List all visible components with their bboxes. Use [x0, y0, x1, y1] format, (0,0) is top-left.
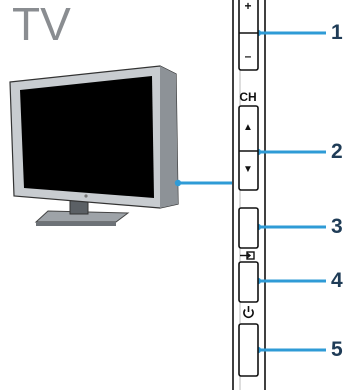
- channel-label: CH: [239, 90, 257, 104]
- tv-side: [160, 66, 178, 208]
- channel-up-glyph: ▲: [243, 122, 253, 133]
- page-title: TV: [12, 0, 71, 50]
- callout-lines: [174, 29, 326, 354]
- panel-buttons: [238, 0, 259, 377]
- volume-down-glyph: –: [244, 49, 252, 63]
- callout-number-3: 3: [331, 215, 343, 238]
- tv-screen: [20, 76, 154, 198]
- callout-number-1: 1: [331, 21, 343, 44]
- power-button[interactable]: [238, 323, 259, 377]
- volume-up-glyph: +: [244, 0, 252, 13]
- tv-illustration: [9, 65, 179, 226]
- tv-stand-base-edge: [36, 222, 116, 226]
- blank-button[interactable]: [238, 207, 259, 249]
- tv-callout-dot: [174, 179, 182, 187]
- channel-down-glyph: ▼: [243, 164, 253, 175]
- callout-number-2: 2: [331, 140, 343, 163]
- source-icon: [240, 251, 255, 260]
- power-icon: [243, 306, 254, 319]
- channel-rocker[interactable]: [238, 105, 259, 191]
- callout-number-5: 5: [331, 338, 343, 361]
- tv-logo-dot: [84, 194, 88, 198]
- source-button[interactable]: [238, 261, 259, 303]
- callout-number-4: 4: [331, 269, 343, 292]
- volume-rocker[interactable]: [238, 0, 259, 71]
